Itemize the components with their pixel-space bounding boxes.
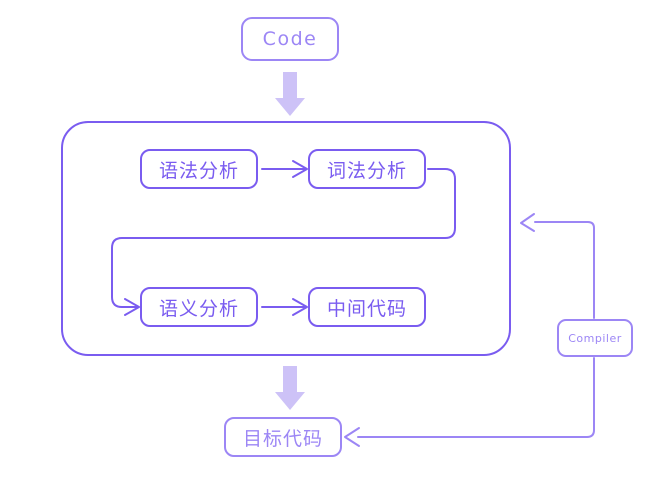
arrow-semantic-to-intermediate (261, 298, 308, 316)
node-label-semantic-analysis: 语义分析 (158, 297, 239, 320)
node-box-semantic[interactable] (140, 287, 258, 327)
node-label-lexical-analysis: 词法分析 (326, 159, 407, 182)
arrow-syntax-to-lexical (261, 160, 308, 178)
compiler-container-box[interactable] (61, 121, 511, 356)
compiler-bracket-line (344, 213, 595, 447)
block-arrow-container-to-target (275, 366, 305, 410)
node-box-code[interactable] (241, 17, 339, 61)
block-arrow-code-to-container (275, 72, 305, 116)
node-label-code: Code (262, 28, 318, 50)
node-box-lexical[interactable] (308, 149, 426, 189)
node-label-target-code: 目标代码 (242, 427, 323, 450)
node-box-intermediate[interactable] (308, 287, 426, 327)
node-label-compiler: Compiler (568, 331, 622, 345)
node-label-syntax-analysis: 语法分析 (158, 159, 239, 182)
arrow-lexical-to-semantic (111, 168, 456, 316)
node-box-syntax[interactable] (140, 149, 258, 189)
node-box-compiler[interactable] (557, 319, 633, 357)
node-label-intermediate-code: 中间代码 (326, 297, 407, 320)
node-box-target[interactable] (224, 417, 342, 457)
